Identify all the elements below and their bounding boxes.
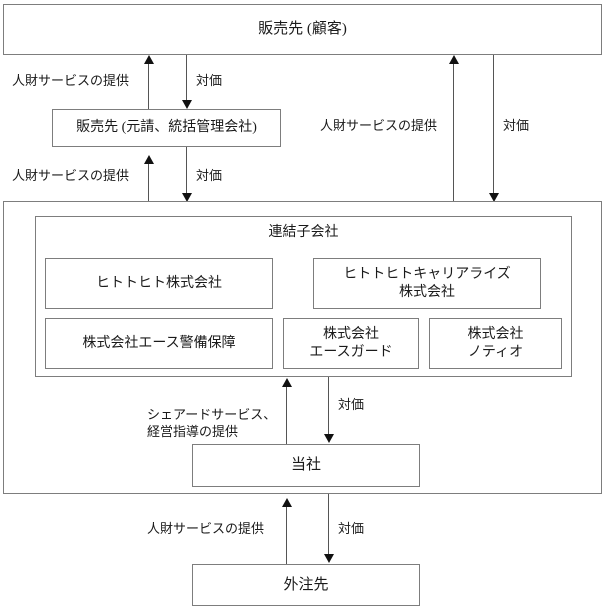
label-compensation-to-subsidiaries: 対価 xyxy=(196,168,223,183)
label-service-to-prime: 人財サービスの提供 xyxy=(12,168,130,183)
node-subsidiary-hitotohito-carealize: ヒトトヒトキャリアライズ 株式会社 xyxy=(313,258,541,309)
line-compensation-to-our-company xyxy=(328,377,329,436)
node-customer: 販売先 (顧客) xyxy=(3,4,602,55)
label-compensation-direct-from-customer: 対価 xyxy=(503,118,530,133)
label-compensation-to-our-company: 対価 xyxy=(338,397,365,412)
subsidiary-label: 株式会社 エースガード xyxy=(309,327,393,360)
arrowhead-service-to-customer xyxy=(144,55,154,64)
label-compensation-to-outsourcing: 対価 xyxy=(338,521,365,536)
arrowhead-service-to-prime xyxy=(144,155,154,164)
subsidiary-label: ヒトトヒト株式会社 xyxy=(96,275,222,291)
label-consolidated-subsidiaries: 連結子会社 xyxy=(268,225,339,240)
label-service-direct-to-customer: 人財サービスの提供 xyxy=(320,118,438,133)
group-container-company-group xyxy=(3,201,602,494)
line-service-to-prime xyxy=(148,162,149,202)
node-our-company-label: 当社 xyxy=(290,457,321,474)
line-compensation-to-subsidiaries xyxy=(186,147,187,195)
node-our-company: 当社 xyxy=(192,444,420,487)
line-shared-service xyxy=(286,385,287,444)
arrowhead-service-direct-to-customer xyxy=(449,55,459,64)
arrowhead-shared-service xyxy=(282,378,292,387)
line-service-from-outsourcing xyxy=(286,505,287,564)
node-subsidiary-notio: 株式会社 ノティオ xyxy=(429,318,562,369)
line-compensation-to-outsourcing xyxy=(328,494,329,556)
arrowhead-compensation-direct-from-customer xyxy=(489,193,499,202)
line-compensation-to-prime xyxy=(186,55,187,102)
node-prime-contractor-label: 販売先 (元請、統括管理会社) xyxy=(76,120,257,136)
node-prime-contractor: 販売先 (元請、統括管理会社) xyxy=(52,109,281,147)
arrowhead-compensation-to-subsidiaries xyxy=(182,193,192,202)
node-customer-label: 販売先 (顧客) xyxy=(258,21,347,38)
label-service-to-customer: 人財サービスの提供 xyxy=(12,73,130,88)
node-subsidiary-ace-guard: 株式会社 エースガード xyxy=(283,318,419,369)
arrowhead-compensation-to-prime xyxy=(182,100,192,109)
line-service-direct-to-customer xyxy=(453,62,454,202)
label-service-from-outsourcing: 人財サービスの提供 xyxy=(147,521,265,536)
arrowhead-service-from-outsourcing xyxy=(282,498,292,507)
label-compensation-to-prime: 対価 xyxy=(196,73,223,88)
label-shared-service: シェアードサービス、 経営指導の提供 xyxy=(147,406,277,439)
node-outsourcing: 外注先 xyxy=(192,564,420,606)
arrowhead-compensation-to-outsourcing xyxy=(324,554,334,563)
node-subsidiary-hitotohito: ヒトトヒト株式会社 xyxy=(45,258,273,309)
line-service-to-customer xyxy=(148,62,149,109)
subsidiary-label: 株式会社 ノティオ xyxy=(467,327,524,360)
arrowhead-compensation-to-our-company xyxy=(324,434,334,443)
node-subsidiary-ace-keibi-hosho: 株式会社エース警備保障 xyxy=(45,318,273,369)
subsidiary-label: ヒトトヒトキャリアライズ 株式会社 xyxy=(343,267,511,300)
subsidiary-label: 株式会社エース警備保障 xyxy=(82,335,236,351)
node-outsourcing-label: 外注先 xyxy=(283,576,329,593)
line-compensation-direct-from-customer xyxy=(493,55,494,195)
group-container-consolidated-subsidiaries xyxy=(35,216,572,377)
